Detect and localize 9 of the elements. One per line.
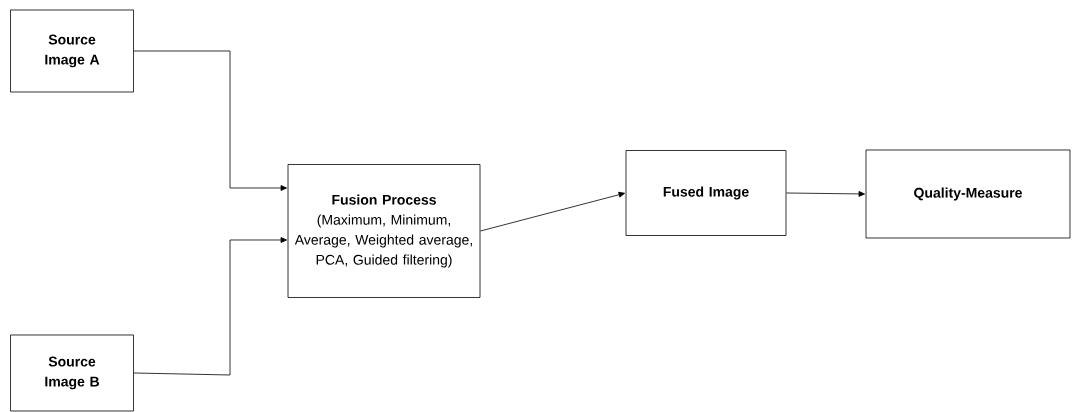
arrow <box>133 237 287 376</box>
process-box: Source Image A <box>10 9 134 93</box>
process-box: Fused Image <box>625 150 787 236</box>
arrow <box>480 191 625 232</box>
process-box: Source Image B <box>10 334 134 412</box>
arrow <box>786 191 865 197</box>
arrow <box>133 50 287 191</box>
process-box: Fusion Process (Maximum, Minimum, Average, Weighted average, PCA, Guided filtering) <box>287 164 481 298</box>
process-box: Quality-Measure <box>865 149 1071 239</box>
